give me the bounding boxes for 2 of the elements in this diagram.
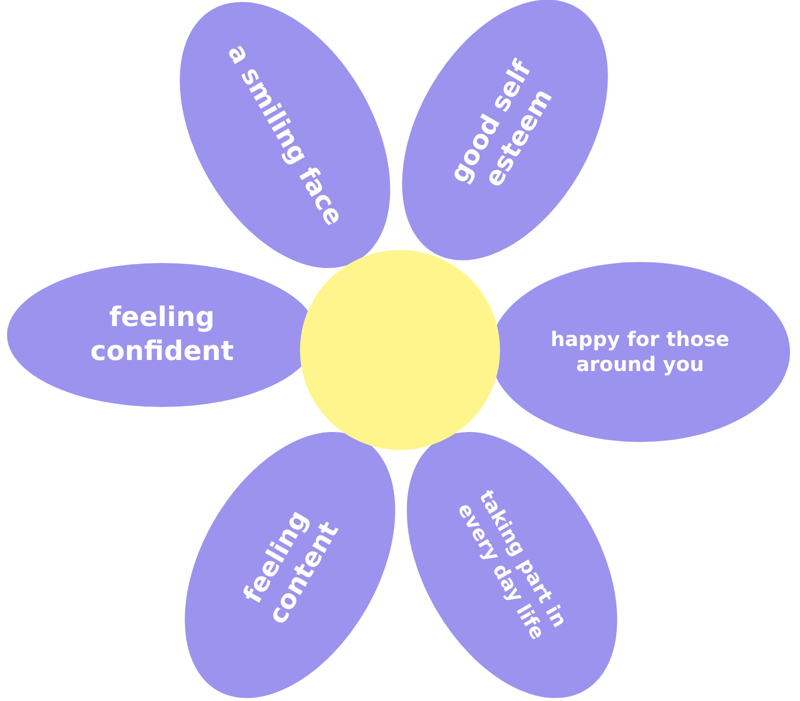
petal-label: happy for those around you: [550, 327, 730, 377]
petal-label: feeling confident: [89, 301, 235, 369]
